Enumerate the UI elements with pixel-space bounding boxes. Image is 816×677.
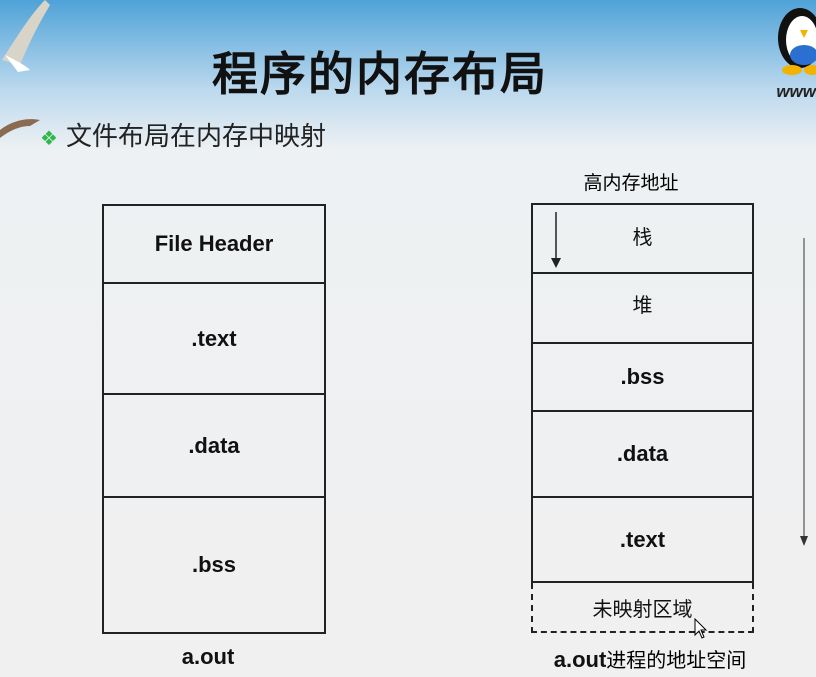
high-address-label: 高内存地址 — [583, 172, 679, 194]
data-section: .data — [102, 393, 326, 498]
mouse-cursor-icon — [694, 618, 708, 639]
stack-growth-arrow-icon — [551, 212, 561, 268]
stack-section: 栈 — [531, 203, 754, 274]
address-direction-arrow-icon — [800, 238, 808, 546]
diamond-bullet-icon: ❖ — [40, 126, 58, 150]
file-header-section: File Header — [102, 204, 326, 284]
seagull-decoration-icon — [0, 0, 50, 138]
heap-section: 堆 — [531, 272, 754, 344]
text-section: .text — [531, 496, 754, 583]
text-section: .text — [102, 282, 326, 395]
bullet-item: ❖ 文件布局在内存中映射 — [40, 116, 326, 153]
data-section: .data — [531, 410, 754, 498]
process-caption: a.out进程的地址空间 — [520, 644, 780, 673]
slide-title: 程序的内存布局 — [212, 47, 548, 101]
file-caption: a.out — [181, 644, 235, 669]
website-text: www — [776, 82, 816, 101]
penguin-logo-icon — [778, 8, 816, 75]
bss-section: .bss — [531, 342, 754, 412]
caption-prefix: a.out — [553, 647, 607, 672]
bullet-text: 文件布局在内存中映射 — [65, 122, 326, 152]
bss-section: .bss — [102, 496, 326, 634]
caption-suffix: 进程的地址空间 — [606, 648, 747, 672]
unmapped-region: 未映射区域 — [531, 583, 754, 633]
